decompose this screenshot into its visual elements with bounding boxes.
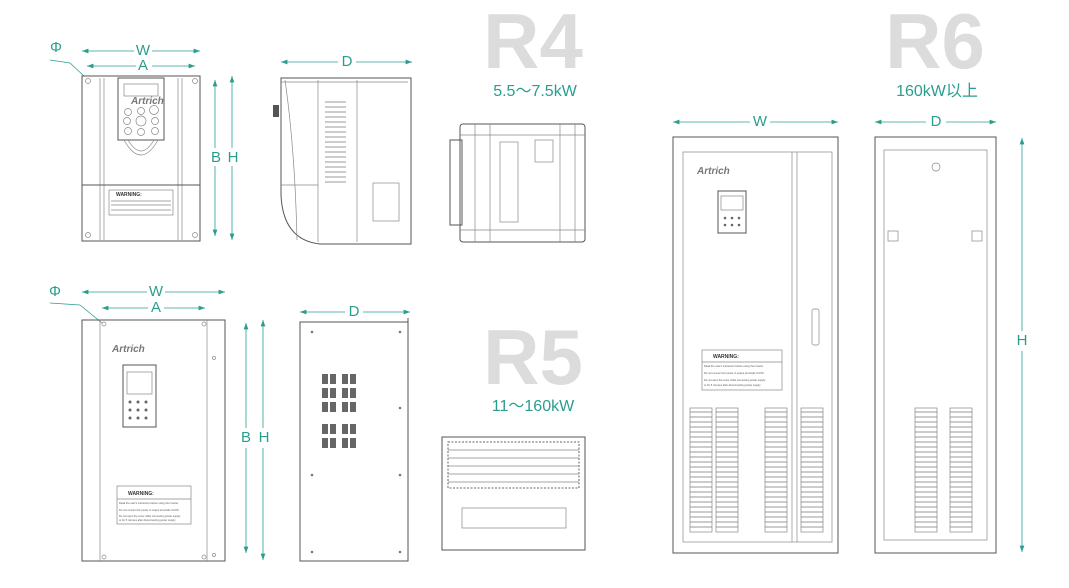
- r5-front-view: W A Φ B H Artrich WARNING: Read the user…: [49, 283, 270, 562]
- r4-warning-title: WARNING:: [116, 192, 142, 198]
- r5-warning-title: WARNING:: [128, 491, 154, 497]
- vent-grille: [689, 407, 713, 533]
- r4-mount-width-label: A: [138, 57, 148, 74]
- vent-grille: [715, 407, 739, 533]
- r6-warning-line: Do not connect AC power to output termin…: [704, 371, 764, 375]
- r5-mount-width-label: A: [151, 299, 161, 316]
- r6-front-view: W Artrich WARNING: Read the user's instr…: [672, 113, 839, 554]
- r5-side-view: D: [299, 303, 410, 562]
- r6-side-vents: [914, 407, 973, 533]
- r6-warning-label: WARNING: Read the user's instruction bef…: [701, 349, 783, 391]
- r4-depth-label: D: [342, 53, 353, 70]
- r4-label: R4 5.5～7.5kW: [483, 0, 583, 100]
- r5-top-view: [441, 436, 586, 551]
- r6-width-label: W: [753, 113, 768, 130]
- r6-label: R6 160kW以上: [885, 0, 985, 100]
- r5-depth-label: D: [349, 303, 360, 320]
- vent-grille: [914, 407, 938, 533]
- r6-height-label: H: [1017, 332, 1028, 349]
- r5-warning-line: or for 5 minutes after disconnecting pow…: [119, 518, 176, 522]
- r5-model-name: R5: [483, 313, 583, 401]
- r6-depth-label: D: [931, 113, 942, 130]
- r6-warning-line: or for 5 minutes after disconnecting pow…: [704, 383, 761, 387]
- r6-front-vents: [689, 407, 824, 533]
- vent-grille: [949, 407, 973, 533]
- vent-grille: [764, 407, 788, 533]
- r4-front-view: W A Φ B H Artrich WARNING:: [49, 39, 240, 242]
- r5-brand-logo: Artrich: [111, 344, 145, 355]
- r4-hole-label: Φ: [50, 39, 62, 56]
- r4-height-label: H: [228, 149, 239, 166]
- r4-side-view: D: [273, 53, 412, 245]
- r6-brand-logo: Artrich: [696, 166, 730, 177]
- r5-power-range: 11～160kW: [492, 398, 575, 415]
- r4-brand-logo: Artrich: [130, 96, 164, 107]
- r5-warning-line: Do not connect AC power to output termin…: [119, 508, 179, 512]
- r4-mount-height-label: B: [211, 149, 221, 166]
- r6-model-name: R6: [885, 0, 985, 85]
- r6-warning-line: Read the user's instruction before using…: [704, 364, 763, 368]
- r6-side-view: D H: [874, 113, 1031, 554]
- r5-warning-label: WARNING: Read the user's instruction bef…: [116, 485, 192, 525]
- r5-width-label: W: [149, 283, 164, 300]
- r6-warning-line: Do not open the cover while connecting p…: [704, 378, 766, 382]
- r5-hole-label: Φ: [49, 283, 61, 300]
- r6-warning-title: WARNING:: [713, 354, 739, 360]
- r5-mount-height-label: B: [241, 429, 251, 446]
- r5-label: R5 11～160kW: [483, 313, 583, 415]
- r6-power-range: 160kW以上: [896, 82, 978, 100]
- vent-grille: [800, 407, 824, 533]
- r5-height-label: H: [259, 429, 270, 446]
- r5-warning-line: Read the user's instruction before using…: [119, 501, 178, 505]
- r5-warning-line: Do not open the cover while connecting p…: [119, 514, 181, 518]
- r4-top-view: [449, 123, 586, 243]
- r4-model-name: R4: [483, 0, 583, 85]
- r4-width-label: W: [136, 42, 151, 59]
- r4-power-range: 5.5～7.5kW: [493, 83, 577, 100]
